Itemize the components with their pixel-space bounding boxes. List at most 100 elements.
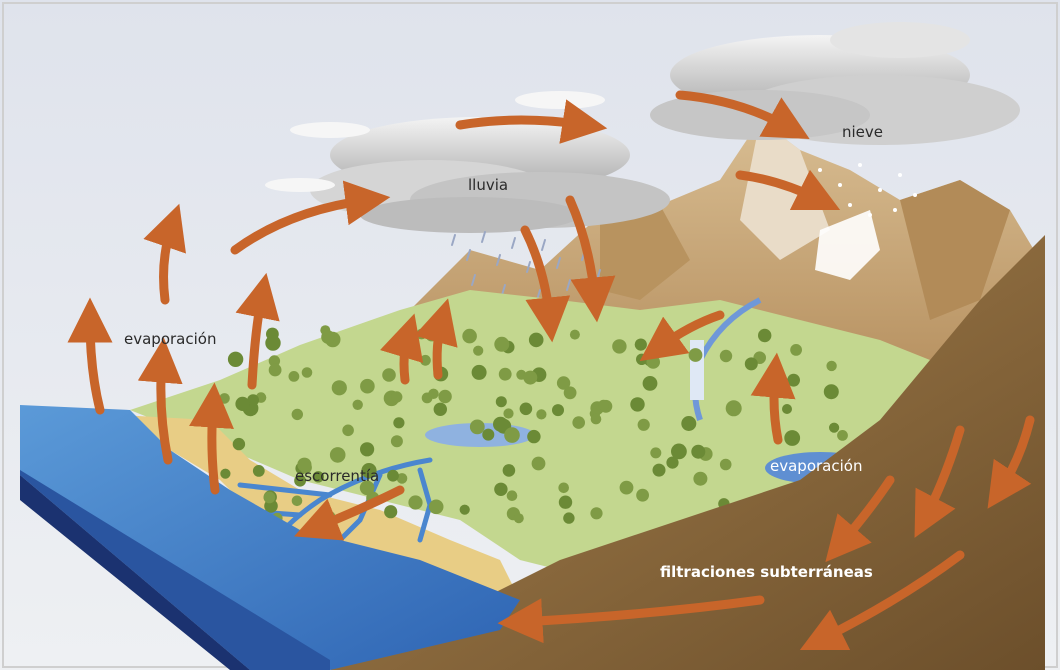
tree-icon [782, 404, 792, 414]
tree-icon [532, 457, 546, 471]
tree-icon [653, 464, 666, 477]
tree-icon [482, 429, 494, 441]
tree-icon [558, 483, 569, 494]
label-evaporacion-left: evaporación [124, 330, 216, 348]
tree-icon [342, 425, 354, 437]
tree-icon [720, 350, 732, 362]
tree-icon [393, 417, 404, 428]
tree-icon [529, 333, 544, 348]
tree-icon [671, 444, 687, 460]
tree-icon [790, 344, 802, 356]
tree-icon [636, 489, 649, 502]
tree-icon [219, 393, 230, 404]
tree-icon [572, 416, 585, 429]
tree-icon [826, 361, 836, 371]
tree-icon [514, 513, 524, 523]
tree-icon [462, 329, 477, 344]
tree-icon [590, 507, 602, 519]
arrow-icon [212, 405, 215, 490]
tree-icon [570, 330, 580, 340]
arrow-icon [774, 375, 778, 440]
tree-icon [438, 390, 451, 403]
tree-icon [536, 409, 546, 419]
tree-icon [691, 445, 705, 459]
tree-icon [228, 352, 243, 367]
tree-icon [292, 409, 303, 420]
tree-icon [557, 376, 570, 389]
tree-icon [635, 339, 647, 351]
tree-icon [612, 339, 626, 353]
arrow-icon [404, 335, 408, 380]
tree-icon [472, 365, 487, 380]
tree-icon [643, 376, 658, 391]
tree-icon [235, 397, 249, 411]
tree-icon [416, 329, 427, 340]
tree-icon [523, 371, 537, 385]
label-evaporacion-right: evaporación [770, 457, 862, 475]
tree-icon [269, 364, 282, 377]
tree-icon [598, 400, 609, 411]
tree-icon [507, 490, 518, 501]
tree-icon [784, 430, 800, 446]
tree-icon [591, 414, 602, 425]
arrow-icon [460, 120, 585, 125]
tree-icon [289, 371, 300, 382]
tree-icon [408, 495, 422, 509]
tree-icon [460, 505, 470, 515]
tree-icon [650, 447, 661, 458]
tree-icon [824, 384, 839, 399]
tree-icon [693, 472, 707, 486]
tree-icon [360, 442, 374, 456]
tree-icon [265, 335, 280, 350]
tree-icon [520, 403, 533, 416]
tree-icon [620, 481, 634, 495]
tree-icon [504, 427, 520, 443]
arrow-icon [437, 320, 442, 375]
tree-icon [494, 337, 509, 352]
tree-icon [563, 512, 574, 523]
tree-icon [387, 470, 399, 482]
tree-icon [391, 435, 403, 447]
tree-icon [527, 430, 540, 443]
tree-icon [559, 496, 572, 509]
tree-icon [384, 505, 397, 518]
label-filtraciones: filtraciones subterráneas [660, 563, 873, 581]
tree-icon [552, 404, 564, 416]
tree-icon [391, 391, 402, 402]
tree-icon [493, 417, 508, 432]
tree-icon [264, 492, 276, 504]
tree-icon [332, 380, 347, 395]
tree-icon [253, 465, 265, 477]
tree-icon [646, 355, 660, 369]
tree-icon [787, 374, 800, 387]
tree-icon [681, 416, 696, 431]
tree-icon [503, 464, 516, 477]
tree-icon [429, 500, 444, 515]
tree-icon [758, 329, 771, 342]
tree-icon [720, 459, 732, 471]
tree-icon [630, 397, 644, 411]
tree-icon [636, 354, 647, 365]
label-nieve: nieve [842, 123, 883, 141]
tree-icon [689, 348, 703, 362]
tree-icon [837, 430, 848, 441]
tree-icon [428, 389, 438, 399]
tree-icon [420, 355, 431, 366]
tree-icon [473, 346, 483, 356]
tree-icon [360, 379, 375, 394]
tree-icon [496, 396, 507, 407]
label-escorrentia: escorrentía [295, 467, 379, 485]
tree-icon [829, 423, 839, 433]
tree-icon [499, 368, 512, 381]
tree-icon [434, 403, 447, 416]
tree-icon [638, 419, 650, 431]
tree-icon [726, 400, 742, 416]
label-lluvia: lluvia [468, 176, 508, 194]
tree-icon [353, 400, 363, 410]
tree-icon [382, 368, 396, 382]
tree-icon [745, 357, 758, 370]
tree-icon [233, 438, 245, 450]
tree-icon [302, 367, 313, 378]
tree-icon [470, 420, 485, 435]
